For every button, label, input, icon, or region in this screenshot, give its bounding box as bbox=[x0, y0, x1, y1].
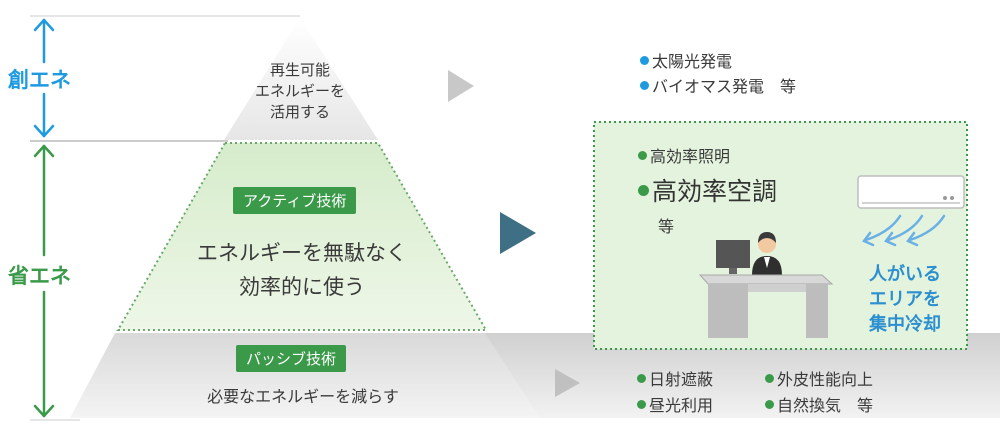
ground-band bbox=[480, 333, 1000, 418]
passive-tier-text: 必要なエネルギーを減らす bbox=[207, 387, 399, 406]
passive-tech-badge: パッシブ技術 bbox=[236, 345, 347, 372]
pyramid-top-tier bbox=[224, 18, 378, 140]
up-down-arrow-icon bbox=[33, 18, 55, 138]
bullet-icon bbox=[637, 373, 646, 383]
cooling-callout: 人がいる エリアを 集中冷却 bbox=[869, 264, 941, 335]
play-arrow-icon bbox=[555, 369, 580, 397]
create-example-item: 太陽光発電 bbox=[640, 48, 732, 72]
active-example-item: 高効率照明 bbox=[638, 143, 730, 167]
pyramid-bottom-tier bbox=[70, 333, 540, 418]
active-examples-box bbox=[593, 121, 968, 350]
create-example-item: バイオマス発電 等 bbox=[640, 73, 796, 97]
pyramid-top-text: 再生可能 エネルギーを 活用する bbox=[254, 61, 345, 121]
passive-example-item: 外皮性能向上 bbox=[765, 366, 873, 390]
bullet-icon bbox=[638, 150, 647, 160]
active-example-etc: 等 bbox=[658, 217, 675, 236]
save-energy-label: 省エネ bbox=[8, 264, 71, 288]
active-example-item: 高効率空調 bbox=[638, 172, 777, 208]
airflow-icon bbox=[862, 214, 946, 247]
play-arrow-icon bbox=[500, 212, 536, 254]
bullet-icon bbox=[765, 373, 774, 383]
active-tier-text: エネルギーを無駄なく 効率的に使う bbox=[197, 241, 407, 299]
bullet-icon bbox=[640, 55, 649, 65]
bullet-icon bbox=[765, 399, 774, 409]
passive-example-item: 昼光利用 bbox=[637, 392, 713, 416]
passive-example-item: 日射遮蔽 bbox=[637, 366, 713, 390]
office-worker-icon bbox=[698, 232, 834, 338]
active-tech-badge: アクティブ技術 bbox=[233, 187, 357, 214]
air-conditioner-icon bbox=[857, 175, 965, 209]
create-energy-label: 創エネ bbox=[8, 68, 71, 92]
bullet-icon bbox=[637, 399, 646, 409]
bullet-icon bbox=[638, 184, 649, 196]
up-down-arrow-icon bbox=[33, 144, 55, 418]
passive-example-item: 自然換気 等 bbox=[765, 392, 873, 416]
play-arrow-icon bbox=[448, 70, 474, 102]
bullet-icon bbox=[640, 80, 649, 90]
pyramid-middle-tier bbox=[116, 142, 488, 331]
